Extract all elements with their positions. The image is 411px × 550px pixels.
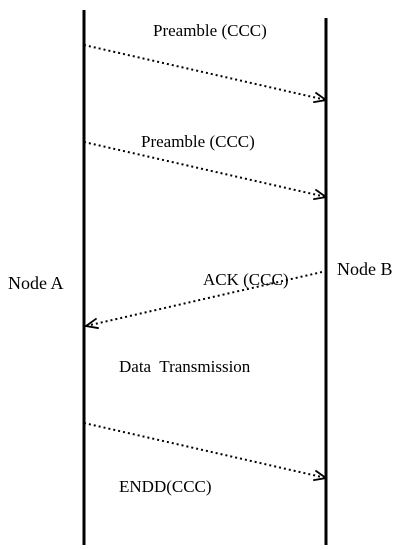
preamble-arrow-1: [83, 44, 326, 100]
preamble-label-1: Preamble (CCC): [153, 21, 267, 40]
node-b-label: Node B: [337, 259, 393, 279]
node-a-label: Node A: [8, 273, 64, 293]
ack-label: ACK (CCC): [203, 270, 289, 289]
endd-label: ENDD(CCC): [119, 477, 212, 496]
data-transmission-label: Data Transmission: [119, 357, 251, 376]
preamble-arrow-2: [83, 141, 326, 197]
preamble-label-2: Preamble (CCC): [141, 132, 255, 151]
endd-arrow: [83, 422, 326, 478]
ack-arrow: [86, 271, 323, 326]
